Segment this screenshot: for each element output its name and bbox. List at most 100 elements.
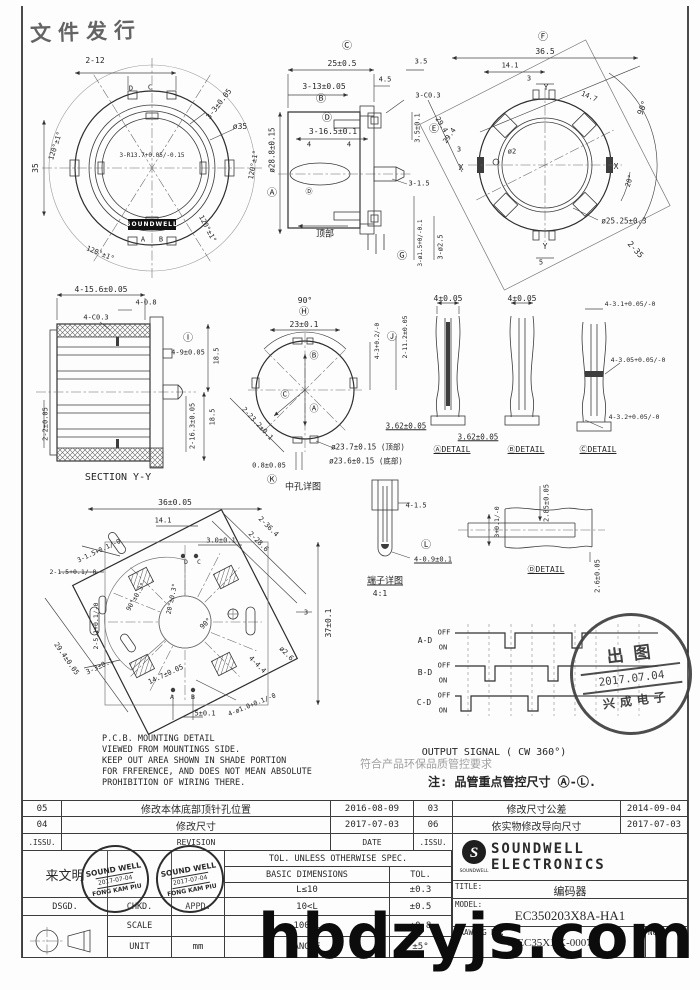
dimension-label: 29.4±0.05 xyxy=(52,640,81,677)
col-date: DATE xyxy=(330,833,414,851)
revision-table: 05 修改本体底部顶针孔位置 2016-08-09 03 修改尺寸公差 2014… xyxy=(22,800,688,834)
dimension-label: A-D xyxy=(417,636,433,645)
dimension-label: ⒸDETAIL xyxy=(579,445,617,454)
rev-no: 04 xyxy=(22,816,62,834)
dimension-label: 0.8±0.05 xyxy=(252,461,286,470)
dimension-label: 120°±1° xyxy=(85,244,116,263)
rev-no: 06 xyxy=(413,816,453,834)
dimension-label: D xyxy=(184,557,188,566)
dimension-label: Ⓗ xyxy=(299,307,309,318)
dimension-label: 120°±1° xyxy=(247,149,261,181)
rev-no: 05 xyxy=(22,800,62,817)
dimension-label: ON xyxy=(438,706,448,715)
dimension-label: 36.5 xyxy=(535,47,555,56)
dimension-label: 25±0.5 xyxy=(327,59,357,68)
dimension-label: PROHIBITION OF WIRING THERE. xyxy=(102,777,246,788)
dimension-label: 3 xyxy=(303,608,309,617)
basic-dimensions-header: BASIC DIMENSIONS xyxy=(224,866,390,883)
dimension-label: ⒹDETAIL xyxy=(527,565,565,574)
dimension-label: 3-R13.7+0.05/-0.15 xyxy=(119,152,185,159)
dimension-label: 2-23.2±0.1 xyxy=(240,405,275,442)
rev-date: 2017-07-03 xyxy=(330,816,414,834)
drawing-no-label: DRAWING NO: xyxy=(455,928,505,937)
dimension-label: 4-15.6±0.05 xyxy=(74,285,128,294)
dimension-label: 20° xyxy=(623,173,636,189)
dimension-label: Ⓑ xyxy=(316,94,326,105)
dimension-label: 14.1 xyxy=(154,516,172,525)
dimension-label: 3.5 xyxy=(414,57,428,66)
dimension-label: X xyxy=(613,162,619,171)
dimension-label: B-D xyxy=(417,668,433,677)
tolerance-header: TOL. UNLESS OTHERWISE SPEC. xyxy=(224,850,452,867)
dimension-label: Ⓔ xyxy=(429,124,439,135)
dimension-label: 2-36.4 xyxy=(256,514,281,539)
dimension-label: 2-1.5+0.1/-0 xyxy=(49,567,97,576)
scale-label: SCALE xyxy=(107,915,172,937)
dimension-label: ø23.6±0.15 (底部) xyxy=(329,456,403,466)
dimension-label: Ⓕ xyxy=(538,32,548,43)
dimension-label: 3-ø1.5+0/-0.1 xyxy=(417,219,424,267)
title-row: TITLE: 编码器 xyxy=(452,880,688,899)
col-issu: .ISSU. xyxy=(413,833,453,851)
dimension-label: 3-13±0.05 xyxy=(302,82,346,91)
dimension-label: ø23.7±0.15 (顶部) xyxy=(331,442,405,452)
dimension-label: 2.6±0.05 xyxy=(593,559,602,593)
dimension-label: 3-C0.3 xyxy=(415,91,441,100)
dimension-label: Ⓐ xyxy=(267,188,277,199)
drawing-no-value: C-EC35XXX-0007 xyxy=(506,937,592,949)
dimension-label: C xyxy=(197,557,201,566)
dimension-label: Ⓑ xyxy=(309,351,319,362)
dimension-label: 2-12 xyxy=(85,56,105,65)
dimension-label: Ⓚ xyxy=(267,475,277,486)
dimension-label: 90° xyxy=(635,99,650,117)
brand-chip: SOUNDWELL xyxy=(126,219,178,230)
dimension-label: Ⓓ xyxy=(322,113,332,124)
soundwell-logo: S SOUNDWELL xyxy=(460,840,489,874)
dimension-label: 4-9±0.05 xyxy=(171,348,205,357)
dimension-label: SECTION Y-Y xyxy=(84,472,152,483)
dimension-label: 5±0.1 xyxy=(194,709,216,718)
dimension-label: 90°±0.3° xyxy=(124,581,148,613)
dimension-label: 3.5±0.1 xyxy=(413,113,422,143)
rev-desc: 修改本体底部顶针孔位置 xyxy=(61,800,331,817)
dimension-label: OFF xyxy=(437,691,451,700)
tol-header: TOL. xyxy=(389,866,452,883)
dimension-label: 3-16.5±0.1 xyxy=(308,127,358,136)
projection-symbol xyxy=(30,927,91,955)
rev-no: 03 xyxy=(413,800,453,817)
dimension-label: 18.5 xyxy=(212,347,221,365)
rev-date: 2014-09-04 xyxy=(620,800,688,817)
scale-value xyxy=(171,915,225,937)
dimension-label: 4.5 xyxy=(378,75,392,84)
title-block-left: 来文明 TOL. UNLESS OTHERWISE SPEC. BASIC DI… xyxy=(22,850,452,958)
dimension-label: 端子详图 xyxy=(366,576,404,587)
title-label: TITLE: xyxy=(455,882,483,891)
dimension-label: 4±0.05 xyxy=(507,294,537,303)
dimension-label: 4:1 xyxy=(372,589,388,598)
dimension-label: 3.62±0.05 xyxy=(457,432,499,442)
col-issu: .ISSU. xyxy=(22,833,62,851)
dimension-label: 2-16.3±0.05 xyxy=(188,402,197,450)
projection-symbol-cell xyxy=(22,915,108,958)
dimension-label: Ⓒ xyxy=(280,390,290,401)
dimension-label: 14.7±0.05 xyxy=(146,662,185,687)
dimension-label: 2-35 xyxy=(625,239,646,260)
dimension-label: 4 xyxy=(346,140,352,149)
dimension-label: 35 xyxy=(31,163,40,173)
dimension-label: B xyxy=(158,235,164,244)
tol-value: ±5° xyxy=(389,936,452,958)
dimension-label: 3.62±0.05 xyxy=(385,421,427,431)
dimension-label: 4-3.1+0.05/-0 xyxy=(604,299,656,308)
rev-desc: 修改尺寸 xyxy=(61,816,331,834)
dimension-label: 注: 品管重点管控尺寸 Ⓐ-Ⓛ. xyxy=(428,775,597,789)
company-name: SOUNDWELL ELECTRONICS xyxy=(491,841,606,873)
dimension-label: ø25.25±0.3 xyxy=(601,216,647,226)
dimension-label: 4-3.05+0.05/-0 xyxy=(610,355,666,364)
dimension-label: 中孔详图 xyxy=(284,482,322,493)
dimension-label: 120°±1° xyxy=(47,130,64,162)
dimension-label: D xyxy=(128,84,134,93)
dimension-label: 90° xyxy=(198,616,213,631)
tol-value: ±0.3 xyxy=(389,882,452,898)
dimension-label: 3 xyxy=(456,145,462,154)
